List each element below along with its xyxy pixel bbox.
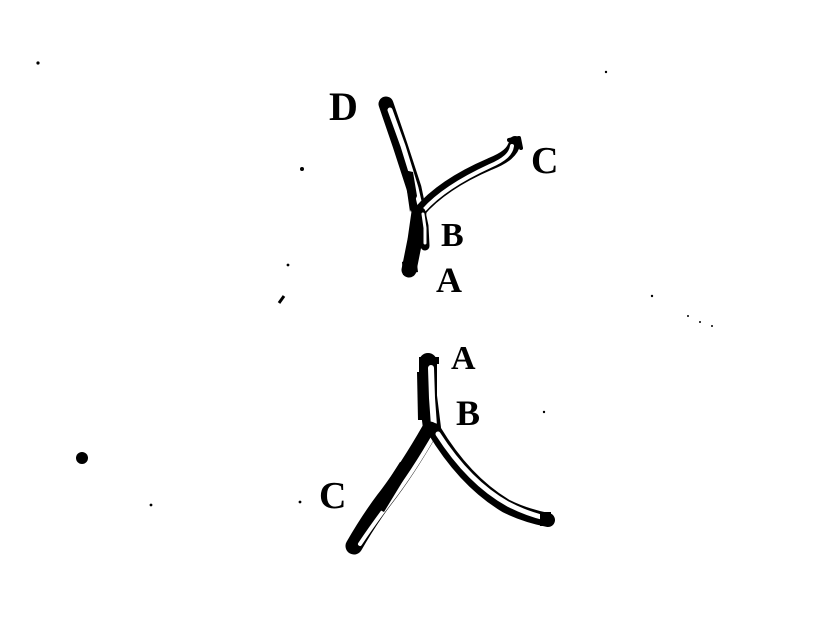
label-c-top: C xyxy=(531,140,558,182)
upper-stem-b xyxy=(416,207,430,251)
lower-branch-to-c xyxy=(345,421,439,555)
lower-inverted-y-branch-diagram: A B C xyxy=(319,340,555,555)
lower-branch-right xyxy=(427,423,555,527)
label-b-bottom: B xyxy=(456,393,480,433)
upper-trunk xyxy=(378,96,427,278)
print-specks xyxy=(36,61,713,507)
label-a-bottom: A xyxy=(451,340,476,377)
label-a-top: A xyxy=(436,260,462,300)
upper-y-branch-diagram: D C B A xyxy=(329,84,558,300)
label-c-bottom: C xyxy=(319,475,346,517)
upper-branch-to-c xyxy=(413,136,523,218)
label-d-top: D xyxy=(329,84,358,129)
lower-trunk xyxy=(417,353,441,437)
label-b-top: B xyxy=(441,217,464,254)
